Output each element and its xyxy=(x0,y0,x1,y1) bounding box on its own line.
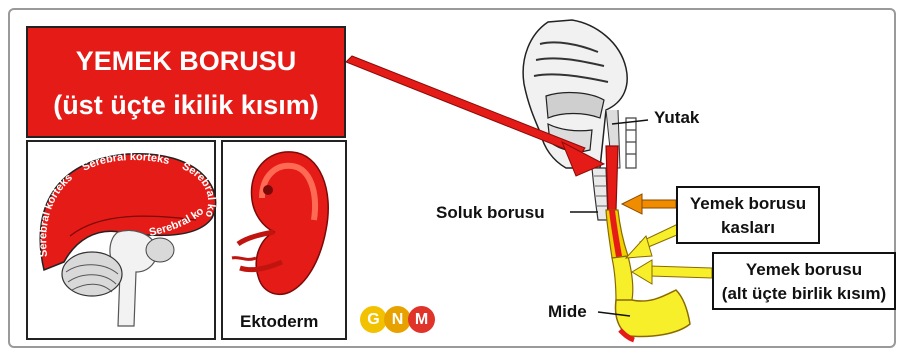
muscles-line-2: kasları xyxy=(678,218,818,238)
logo-letter-n: N xyxy=(384,306,411,333)
esophagus-muscles-box: Yemek borusu kasları xyxy=(676,186,820,244)
muscles-line-1: Yemek borusu xyxy=(678,194,818,214)
logo-letter-g: G xyxy=(360,306,387,333)
pharynx-label: Yutak xyxy=(654,108,699,128)
trachea-label: Soluk borusu xyxy=(436,203,545,223)
embryo-illustration xyxy=(232,152,328,294)
ectoderm-label: Ektoderm xyxy=(240,312,318,332)
stomach-label: Mide xyxy=(548,302,587,322)
lower-esophagus-box: Yemek borusu (alt üçte birlik kısım) xyxy=(712,252,896,310)
head-section-illustration xyxy=(523,20,636,220)
lower-line-2: (alt üçte birlik kısım) xyxy=(714,284,894,304)
lower-line-1: Yemek borusu xyxy=(714,260,894,280)
logo-letter-m: M xyxy=(408,306,435,333)
